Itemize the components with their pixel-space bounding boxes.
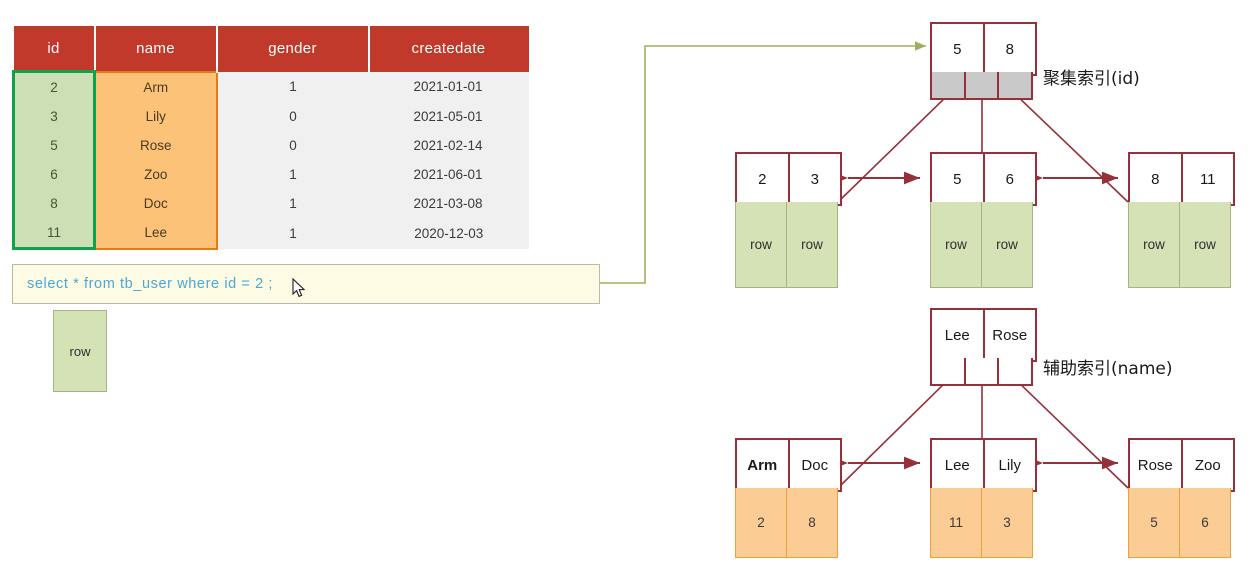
leaf-key: 5: [932, 154, 985, 204]
cell-id: 2: [12, 70, 96, 102]
clustered-root-key: 5: [932, 24, 985, 74]
pointer-cell: [999, 358, 1032, 384]
column-header-id: id: [13, 26, 96, 72]
cell-createdate: 2021-01-01: [368, 71, 529, 102]
clustered-root-key: 8: [1005, 40, 1014, 58]
leaf-key: 3: [810, 170, 819, 188]
secondary-root-pointer-strip: [930, 358, 1033, 386]
clustered-root-pointer-strip: [930, 72, 1033, 100]
clustered-leaf-node: 2 3: [735, 152, 842, 206]
secondary-root-key: Lee: [932, 310, 985, 360]
payload-cell: row: [1180, 202, 1230, 287]
table-row: 11 Lee 1 2020-12-03: [12, 218, 529, 250]
pointer-cell: [932, 358, 966, 384]
cell-name: Lee: [93, 218, 218, 250]
leaf-key: 11: [1199, 170, 1216, 188]
secondary-leaf-node: Lee Lily: [930, 438, 1037, 492]
cell-gender: 0: [216, 131, 369, 160]
table-header-row: id name gender createdate: [13, 26, 529, 72]
leaf-key: 8: [1130, 154, 1183, 204]
secondary-leaf-payload: 2 8: [735, 488, 838, 558]
table-row: 8 Doc 1 2021-03-08: [12, 189, 529, 218]
cell-createdate: 2020-12-03: [368, 218, 529, 249]
clustered-leaf-node: 5 6: [930, 152, 1037, 206]
cell-gender: 1: [216, 218, 369, 249]
cell-id: 11: [12, 218, 96, 250]
leaf-key: Doc: [801, 456, 829, 474]
payload-cell: 5: [1129, 488, 1180, 557]
table-row: 5 Rose 0 2021-02-14: [12, 131, 529, 160]
clustered-leaf-payload: row row: [930, 202, 1033, 288]
cell-name: Arm: [93, 70, 218, 102]
cell-id: 6: [12, 160, 96, 189]
secondary-leaf-node: Arm Doc: [735, 438, 842, 492]
pointer-cell: [965, 358, 1000, 384]
mouse-cursor-icon: [292, 278, 306, 298]
leaf-key: Lily: [998, 456, 1021, 474]
column-header-gender: gender: [216, 26, 370, 72]
payload-cell: row: [736, 202, 787, 287]
secondary-root-node: Lee Rose: [930, 308, 1037, 362]
cell-name: Zoo: [93, 160, 218, 189]
cell-gender: 1: [216, 160, 369, 189]
table-row: 2 Arm 1 2021-01-01: [12, 70, 529, 102]
pointer-cell: [999, 72, 1032, 98]
cell-id: 3: [12, 102, 96, 131]
cell-createdate: 2021-05-01: [368, 102, 529, 131]
cell-createdate: 2021-06-01: [368, 160, 529, 189]
leaf-key: Arm: [737, 440, 790, 490]
leaf-key: Zoo: [1194, 456, 1221, 474]
leaf-key: 6: [1005, 170, 1014, 188]
column-header-createdate: createdate: [368, 26, 529, 72]
leaf-key: 2: [737, 154, 790, 204]
clustered-leaf-payload: row row: [1128, 202, 1231, 288]
sql-query-text: select * from tb_user where id = 2 ;: [27, 276, 274, 292]
cell-gender: 1: [216, 189, 369, 218]
secondary-leaf-node: Rose Zoo: [1128, 438, 1235, 492]
clustered-leaf-node: 8 11: [1128, 152, 1235, 206]
payload-cell: 2: [736, 488, 787, 557]
secondary-leaf-payload: 11 3: [930, 488, 1033, 558]
table-element: id name gender createdate 2 Arm 1 2021-0…: [12, 26, 531, 250]
cell-name: Lily: [93, 102, 218, 131]
cell-gender: 1: [216, 71, 369, 102]
cell-createdate: 2021-03-08: [368, 189, 529, 218]
clustered-leaf-payload: row row: [735, 202, 838, 288]
cell-createdate: 2021-02-14: [368, 131, 529, 160]
payload-cell: row: [982, 202, 1032, 287]
pointer-cell: [965, 72, 1000, 98]
payload-cell: 3: [982, 488, 1032, 557]
cell-name: Rose: [93, 131, 218, 160]
column-header-name: name: [94, 26, 218, 72]
query-result-row-box: row: [53, 310, 107, 392]
payload-cell: row: [931, 202, 982, 287]
user-data-table: id name gender createdate 2 Arm 1 2021-0…: [12, 26, 529, 250]
clustered-index-label: 聚集索引(id): [1043, 69, 1140, 89]
cell-gender: 0: [216, 102, 369, 131]
payload-cell: row: [1129, 202, 1180, 287]
secondary-index-label: 辅助索引(name): [1043, 359, 1173, 379]
secondary-root-key: Rose: [992, 326, 1028, 344]
table-row: 6 Zoo 1 2021-06-01: [12, 160, 529, 189]
pointer-cell: [932, 72, 966, 98]
payload-cell: 8: [787, 488, 837, 557]
payload-cell: 11: [931, 488, 982, 557]
cell-id: 8: [12, 189, 96, 218]
cell-name: Doc: [93, 189, 218, 218]
payload-cell: 6: [1180, 488, 1230, 557]
leaf-key: Rose: [1130, 440, 1183, 490]
cell-id: 5: [12, 131, 96, 160]
leaf-key: Lee: [932, 440, 985, 490]
sql-query-box[interactable]: select * from tb_user where id = 2 ;: [12, 264, 600, 304]
clustered-root-node: 5 8: [930, 22, 1037, 76]
table-row: 3 Lily 0 2021-05-01: [12, 102, 529, 131]
payload-cell: row: [787, 202, 837, 287]
secondary-leaf-payload: 5 6: [1128, 488, 1231, 558]
